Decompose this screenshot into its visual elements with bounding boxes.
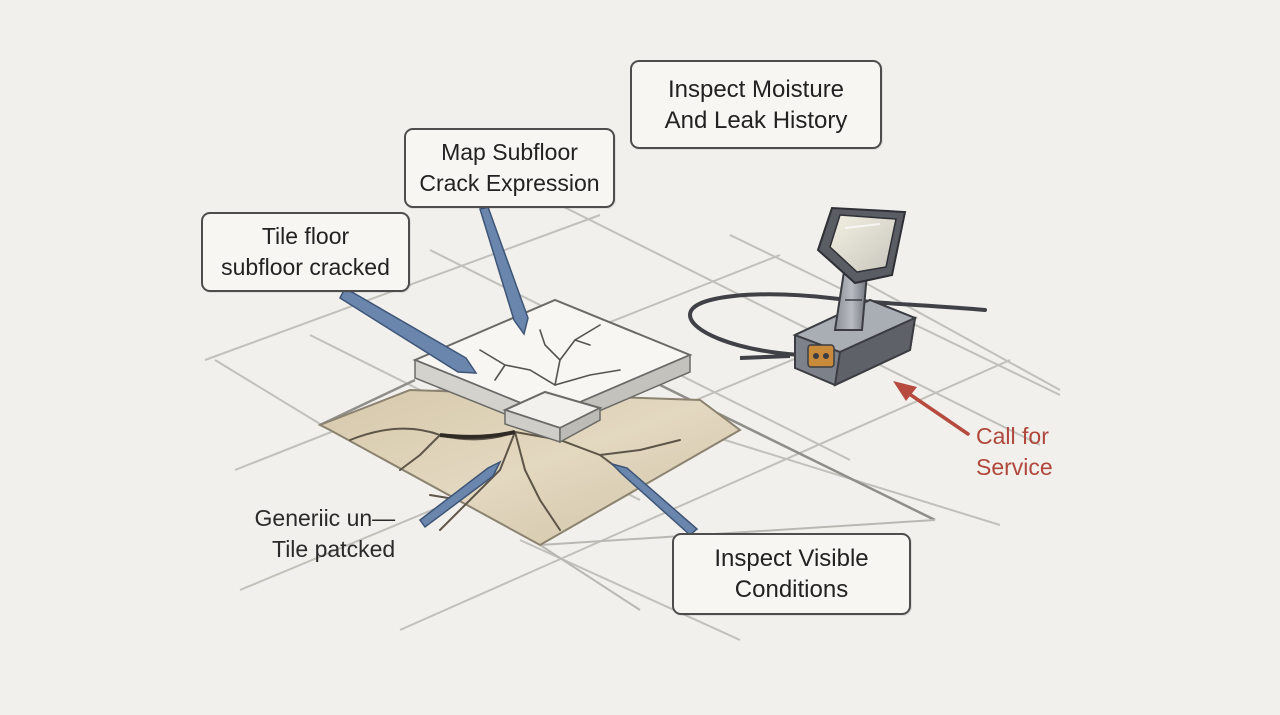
cracked-tile [412, 298, 693, 444]
label-call-for-service: Call for Service [976, 421, 1053, 483]
label-service-line2: Service [976, 454, 1053, 480]
callout-map-subfloor: Map Subfloor Crack Expression [404, 128, 615, 208]
callout-tile-floor-line1: Tile floor [261, 223, 350, 249]
callout-inspect-moisture: Inspect Moisture And Leak History [630, 60, 882, 149]
arrow-map-subfloor [479, 206, 529, 336]
label-generic-tile-patched: Generiic un— Tile patcked [252, 503, 396, 565]
label-service-line1: Call for [976, 423, 1049, 449]
callout-tile-floor-line2: subfloor cracked [221, 254, 390, 280]
callout-visible-conditions-line1: Inspect Visible [714, 545, 869, 572]
arrow-visible-conditions [609, 462, 699, 536]
arrow-generic [418, 460, 502, 529]
callout-map-subfloor-line1: Map Subfloor [441, 139, 578, 165]
borescope-inspection-camera-icon [687, 206, 987, 387]
arrow-tile-floor [339, 286, 478, 374]
callout-tile-floor: Tile floor subfloor cracked [201, 212, 410, 292]
callout-map-subfloor-line2: Crack Expression [419, 170, 600, 196]
label-generic-line1: Generiic un— [254, 505, 396, 531]
arrow-call-service [893, 381, 970, 436]
callout-moisture-line2: And Leak History [664, 106, 848, 134]
callout-arrows [339, 206, 699, 536]
callout-visible-conditions-line2: Conditions [734, 576, 849, 603]
label-generic-line2: Tile patcked [272, 536, 396, 562]
exposed-subfloor [317, 388, 742, 547]
callout-visible-conditions: Inspect Visible Conditions [672, 533, 911, 615]
callout-moisture-line1: Inspect Moisture [667, 75, 845, 103]
